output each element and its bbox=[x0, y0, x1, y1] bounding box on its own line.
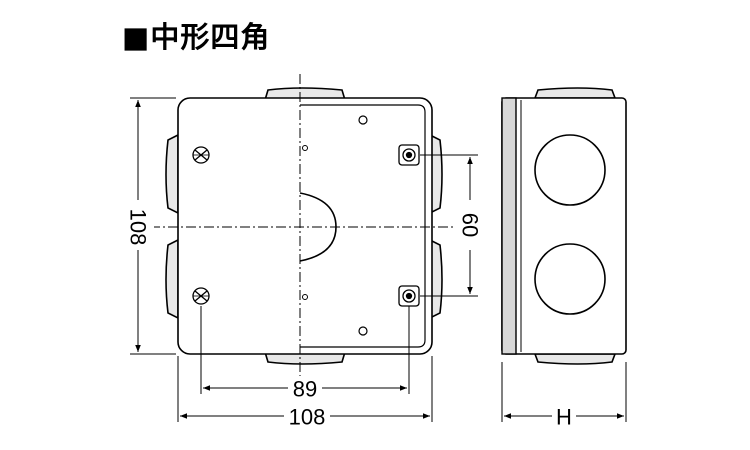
label-bg-horizontal-spacing bbox=[288, 376, 322, 400]
knockout-left-upper bbox=[165, 133, 179, 215]
side-hole-lower bbox=[534, 243, 606, 315]
inner-edge bbox=[300, 104, 426, 348]
label-bg-vertical-spacing bbox=[456, 200, 484, 250]
knockout-bottom bbox=[263, 351, 347, 365]
dim-label-width: 108 bbox=[289, 405, 326, 430]
side-view bbox=[501, 87, 627, 365]
dim-label-vertical-spacing: 60 bbox=[458, 213, 483, 237]
screw-bottom-left bbox=[192, 287, 210, 305]
rivet-bottom bbox=[358, 326, 368, 336]
dim-label-horizontal-spacing: 89 bbox=[293, 377, 317, 402]
side-knockout-top bbox=[533, 87, 617, 99]
side-lid bbox=[501, 97, 517, 355]
knockout-left-lower bbox=[165, 238, 179, 320]
side-knockout-bottom bbox=[533, 353, 617, 365]
knockout-top bbox=[263, 87, 347, 101]
screw-top-left bbox=[192, 146, 210, 164]
label-bg-height bbox=[122, 200, 154, 250]
front-view bbox=[165, 87, 443, 365]
side-hole-upper bbox=[534, 134, 606, 206]
nut-top-right bbox=[398, 144, 420, 166]
rivet-mid-bottom bbox=[302, 294, 308, 300]
drawing-title: ■中形四角 bbox=[122, 20, 271, 54]
rivet-top bbox=[358, 115, 368, 125]
label-bg-depth bbox=[552, 404, 576, 428]
nut-bottom-right bbox=[398, 285, 420, 307]
rivet-mid-top bbox=[302, 145, 308, 151]
dim-label-depth: H bbox=[556, 405, 572, 430]
knockout-right-lower bbox=[429, 238, 443, 320]
dim-label-height: 108 bbox=[126, 209, 151, 246]
center-lines bbox=[150, 74, 456, 388]
label-bg-width bbox=[284, 404, 330, 428]
